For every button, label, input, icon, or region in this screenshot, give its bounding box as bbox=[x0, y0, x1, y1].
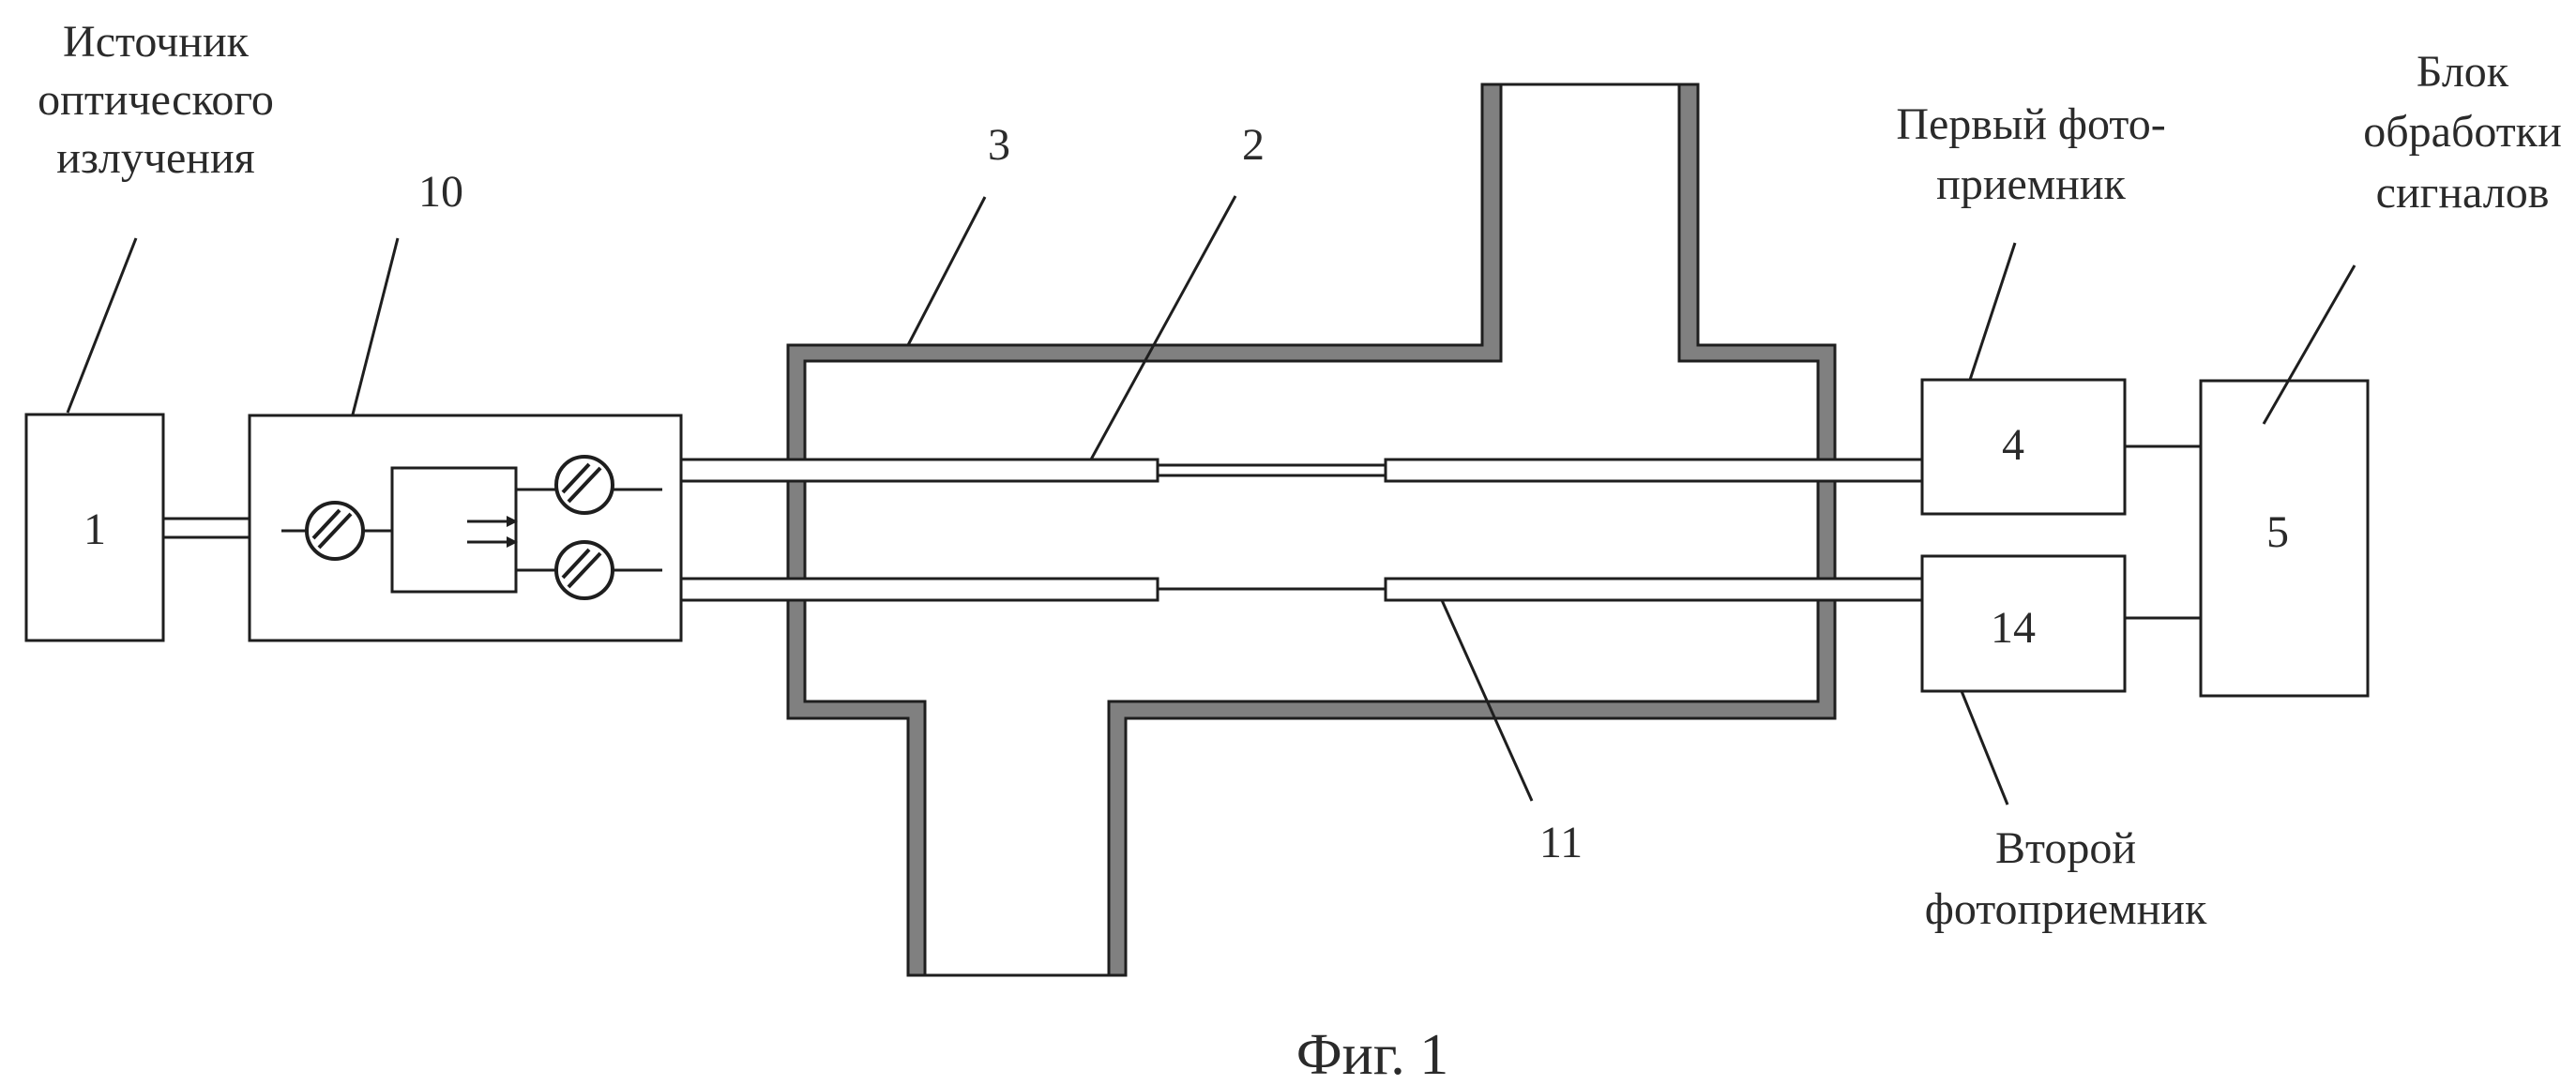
ref-number-11: 11 bbox=[1539, 818, 1583, 867]
label-pd1-line-2: приемник bbox=[1936, 159, 2126, 209]
leader-4 bbox=[1968, 242, 2017, 381]
label-pd2-line-1: Второй bbox=[1995, 823, 2136, 873]
label-source-line-2: оптического bbox=[38, 75, 274, 125]
block-1-light-source bbox=[24, 413, 165, 642]
block-14-number: 14 bbox=[1991, 603, 2036, 653]
label-proc-line-1: Блок bbox=[2417, 47, 2509, 97]
block-10-splitter bbox=[248, 414, 683, 642]
leader-1 bbox=[66, 237, 138, 414]
block-4-number: 4 bbox=[2002, 420, 2024, 470]
label-pd2-line-2: фотоприемник bbox=[1925, 884, 2207, 934]
led-symbol-icon bbox=[305, 501, 365, 561]
ref-number-2: 2 bbox=[1242, 120, 1265, 170]
arrow-right-icon bbox=[467, 536, 518, 548]
led-symbol-icon bbox=[554, 540, 614, 600]
block-5-signal-processing bbox=[2199, 379, 2370, 698]
label-proc-line-3: сигналов bbox=[2376, 168, 2550, 218]
figure-caption: Фиг. 1 bbox=[1296, 1023, 1449, 1085]
label-pd1-line-1: Первый фото- bbox=[1896, 99, 2165, 149]
label-source-line-1: Источник bbox=[63, 17, 250, 67]
block-5-number: 5 bbox=[2266, 507, 2289, 557]
ref-number-3: 3 bbox=[988, 120, 1010, 170]
leader-10 bbox=[351, 237, 400, 415]
led-symbol-icon bbox=[554, 455, 614, 515]
fiber-2 bbox=[679, 458, 1924, 483]
leader-11 bbox=[1440, 599, 1534, 802]
leader-14 bbox=[1960, 690, 2009, 806]
chamber-inner-cavity bbox=[803, 83, 1820, 977]
block-1-number: 1 bbox=[83, 505, 106, 554]
leader-2 bbox=[1089, 195, 1237, 460]
chamber-3 bbox=[786, 83, 1837, 977]
leader-3 bbox=[906, 196, 987, 346]
label-source-line-3: излучения bbox=[56, 133, 255, 183]
splitter-box bbox=[390, 466, 518, 594]
block-14-second-photodetector bbox=[1920, 554, 2127, 693]
block-4-first-photodetector bbox=[1920, 378, 2127, 516]
leader-5 bbox=[2262, 264, 2356, 425]
ref-number-10: 10 bbox=[418, 167, 463, 217]
label-proc-line-2: обработки bbox=[2363, 107, 2562, 157]
arrow-right-icon bbox=[467, 516, 518, 527]
